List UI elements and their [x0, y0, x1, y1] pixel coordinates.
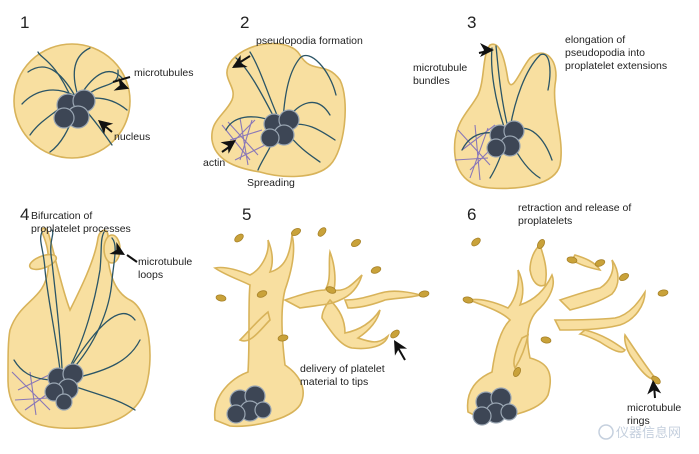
watermark: 仪器信息网 [598, 424, 681, 440]
label-bifurcation-2: proplatelet processes [31, 223, 131, 235]
cell-body [211, 42, 346, 178]
panel-number: 3 [467, 13, 476, 32]
arrow-delivery [387, 336, 408, 356]
label-rings-1: microtubule [627, 402, 681, 414]
proplatelet-network [466, 243, 646, 420]
panel-number: 6 [467, 205, 476, 224]
panel-1: 1 microtubules nucleus [13, 13, 194, 159]
microtubules-network [13, 229, 141, 411]
label-rings-2: rings [627, 415, 650, 427]
label-nucleus: nucleus [114, 131, 150, 143]
label-elongation-1: elongation of [565, 34, 625, 46]
panel-2: 2 pseudopodia formation actin Spreading [203, 13, 363, 189]
watermark-logo-icon [598, 424, 614, 440]
nucleus [486, 120, 525, 158]
actin-network [11, 371, 61, 416]
label-elongation-3: proplatelet extensions [565, 60, 667, 72]
tips [215, 227, 430, 342]
panel-number: 4 [20, 205, 29, 224]
panel-5: 5 delivery of platelet material to tips [213, 205, 430, 428]
label-loops-1: microtubule [138, 256, 192, 268]
actin-network [221, 117, 266, 166]
label-delivery-1: delivery of platelet [300, 363, 385, 375]
label-bundles-2: bundles [413, 75, 450, 87]
watermark-text: 仪器信息网 [616, 425, 681, 440]
nucleus [472, 387, 518, 426]
label-delivery-2: material to tips [300, 376, 368, 388]
panel-number: 2 [240, 13, 249, 32]
panel-4: 4 Bifurcation of proplatelet processes [7, 205, 192, 430]
nucleus [44, 363, 84, 411]
label-pseudopodia: pseudopodia formation [256, 35, 363, 47]
panel-3: 3 microtubule bundles elongation of pseu… [413, 13, 667, 190]
label-loops-2: loops [138, 269, 163, 281]
nucleus [53, 89, 96, 129]
label-spreading: Spreading [247, 177, 295, 189]
label-actin: actin [203, 157, 225, 169]
actin-network [454, 124, 501, 181]
label-retraction-1: retraction and release of [518, 202, 631, 214]
panel-6: 6 retraction and release of proplatelets [462, 202, 681, 427]
nucleus [226, 385, 272, 424]
label-elongation-2: pseudopodia into [565, 47, 645, 59]
tips [462, 237, 669, 385]
cell-body [7, 227, 151, 430]
nucleus [260, 109, 300, 148]
label-bifurcation-1: Bifurcation of [31, 210, 92, 222]
label-bundles-1: microtubule [413, 62, 467, 74]
panel-number: 1 [20, 13, 29, 32]
label-retraction-2: proplatelets [518, 215, 572, 227]
cell-body [453, 43, 562, 190]
label-microtubules: microtubules [134, 67, 194, 79]
panel-number: 5 [242, 205, 251, 224]
